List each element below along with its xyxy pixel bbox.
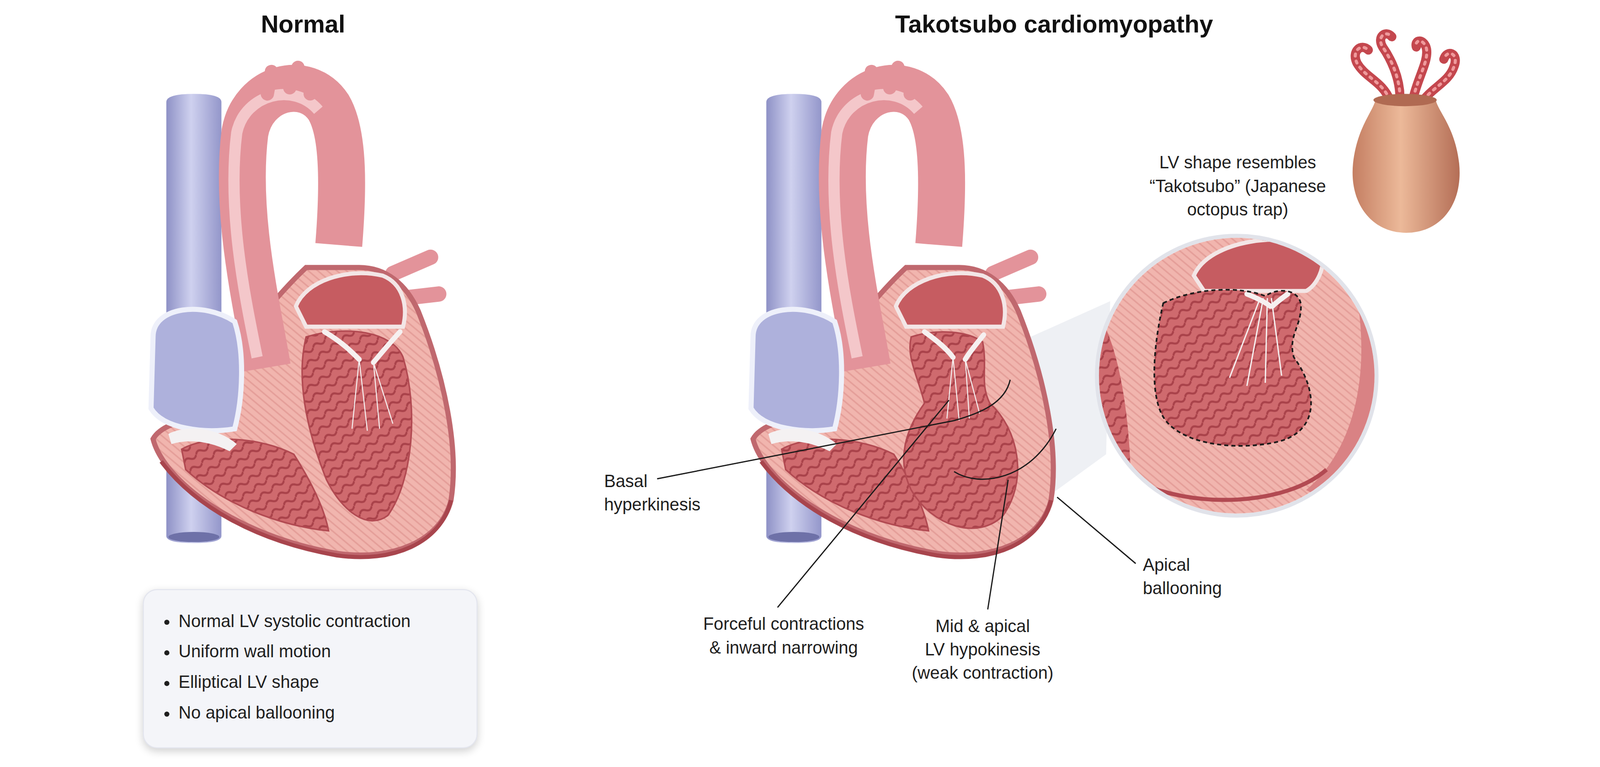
zoom-wall [1091,229,1388,526]
shape-note: LV shape resembles “Takotsubo” (Japanese… [1135,150,1340,222]
region-arc [954,428,1056,479]
takotsubo-ventricle [903,331,1018,528]
zoom-outer-surface [1132,469,1327,500]
bullet-text: No apical ballooning [178,703,336,723]
bullet-dot [164,711,170,717]
zoom-right-ventricle [1091,306,1131,480]
callout-label: Apical ballooning [1142,553,1240,601]
left-ventricle-cavity [302,330,412,521]
zoom-left-atrium [1194,239,1323,291]
callout-label: Mid & apical LV hypokinesis (weak contra… [905,614,1061,685]
callout-label: Forceful contractions & inward narrowing [681,612,886,660]
bullet-text: Normal LV systolic contraction [178,611,411,631]
tentacle [1355,33,1456,101]
tentacle-suckers [1355,33,1456,101]
leader-line [1056,496,1136,564]
normal-heart [150,67,454,557]
ballooned-left-ventricle [903,331,1018,528]
bullet-dot [164,619,170,625]
zoom-view [1091,229,1388,531]
region-arc [954,379,1011,421]
bullet-text: Uniform wall motion [178,641,331,662]
pot-rim [1373,93,1437,107]
leader-line [777,400,950,608]
zoom-mitral-valve [1247,293,1288,307]
bullet-item: Normal LV systolic contraction [162,606,457,637]
bullet-item: No apical ballooning [162,698,457,729]
callout-label: Basal hyperkinesis [603,469,717,517]
takotsubo-outline [1154,289,1312,446]
leader-lines [656,379,1136,609]
chordae [946,357,980,421]
panel-heading: Normal [261,9,346,40]
zoom-ventricle-cavity [1154,289,1312,446]
panel-heading: Takotsubo cardiomyopathy [895,9,1214,40]
zoom-chordae [1229,298,1282,386]
leader-line [656,420,955,479]
summary-box: Normal LV systolic contractionUniform wa… [142,588,478,748]
octopus-trap [1352,33,1460,233]
leader-line [987,479,1009,609]
pot-body [1352,100,1460,233]
zoom-epicardium [1306,245,1388,531]
mitral-valve [324,331,400,363]
bullet-item: Elliptical LV shape [162,667,457,699]
bullet-dot [164,680,170,686]
mitral-valve [924,331,984,359]
bullet-dot [164,650,170,656]
chordae [352,359,393,431]
bullet-text: Elliptical LV shape [178,672,320,692]
bullet-item: Uniform wall motion [162,636,457,668]
